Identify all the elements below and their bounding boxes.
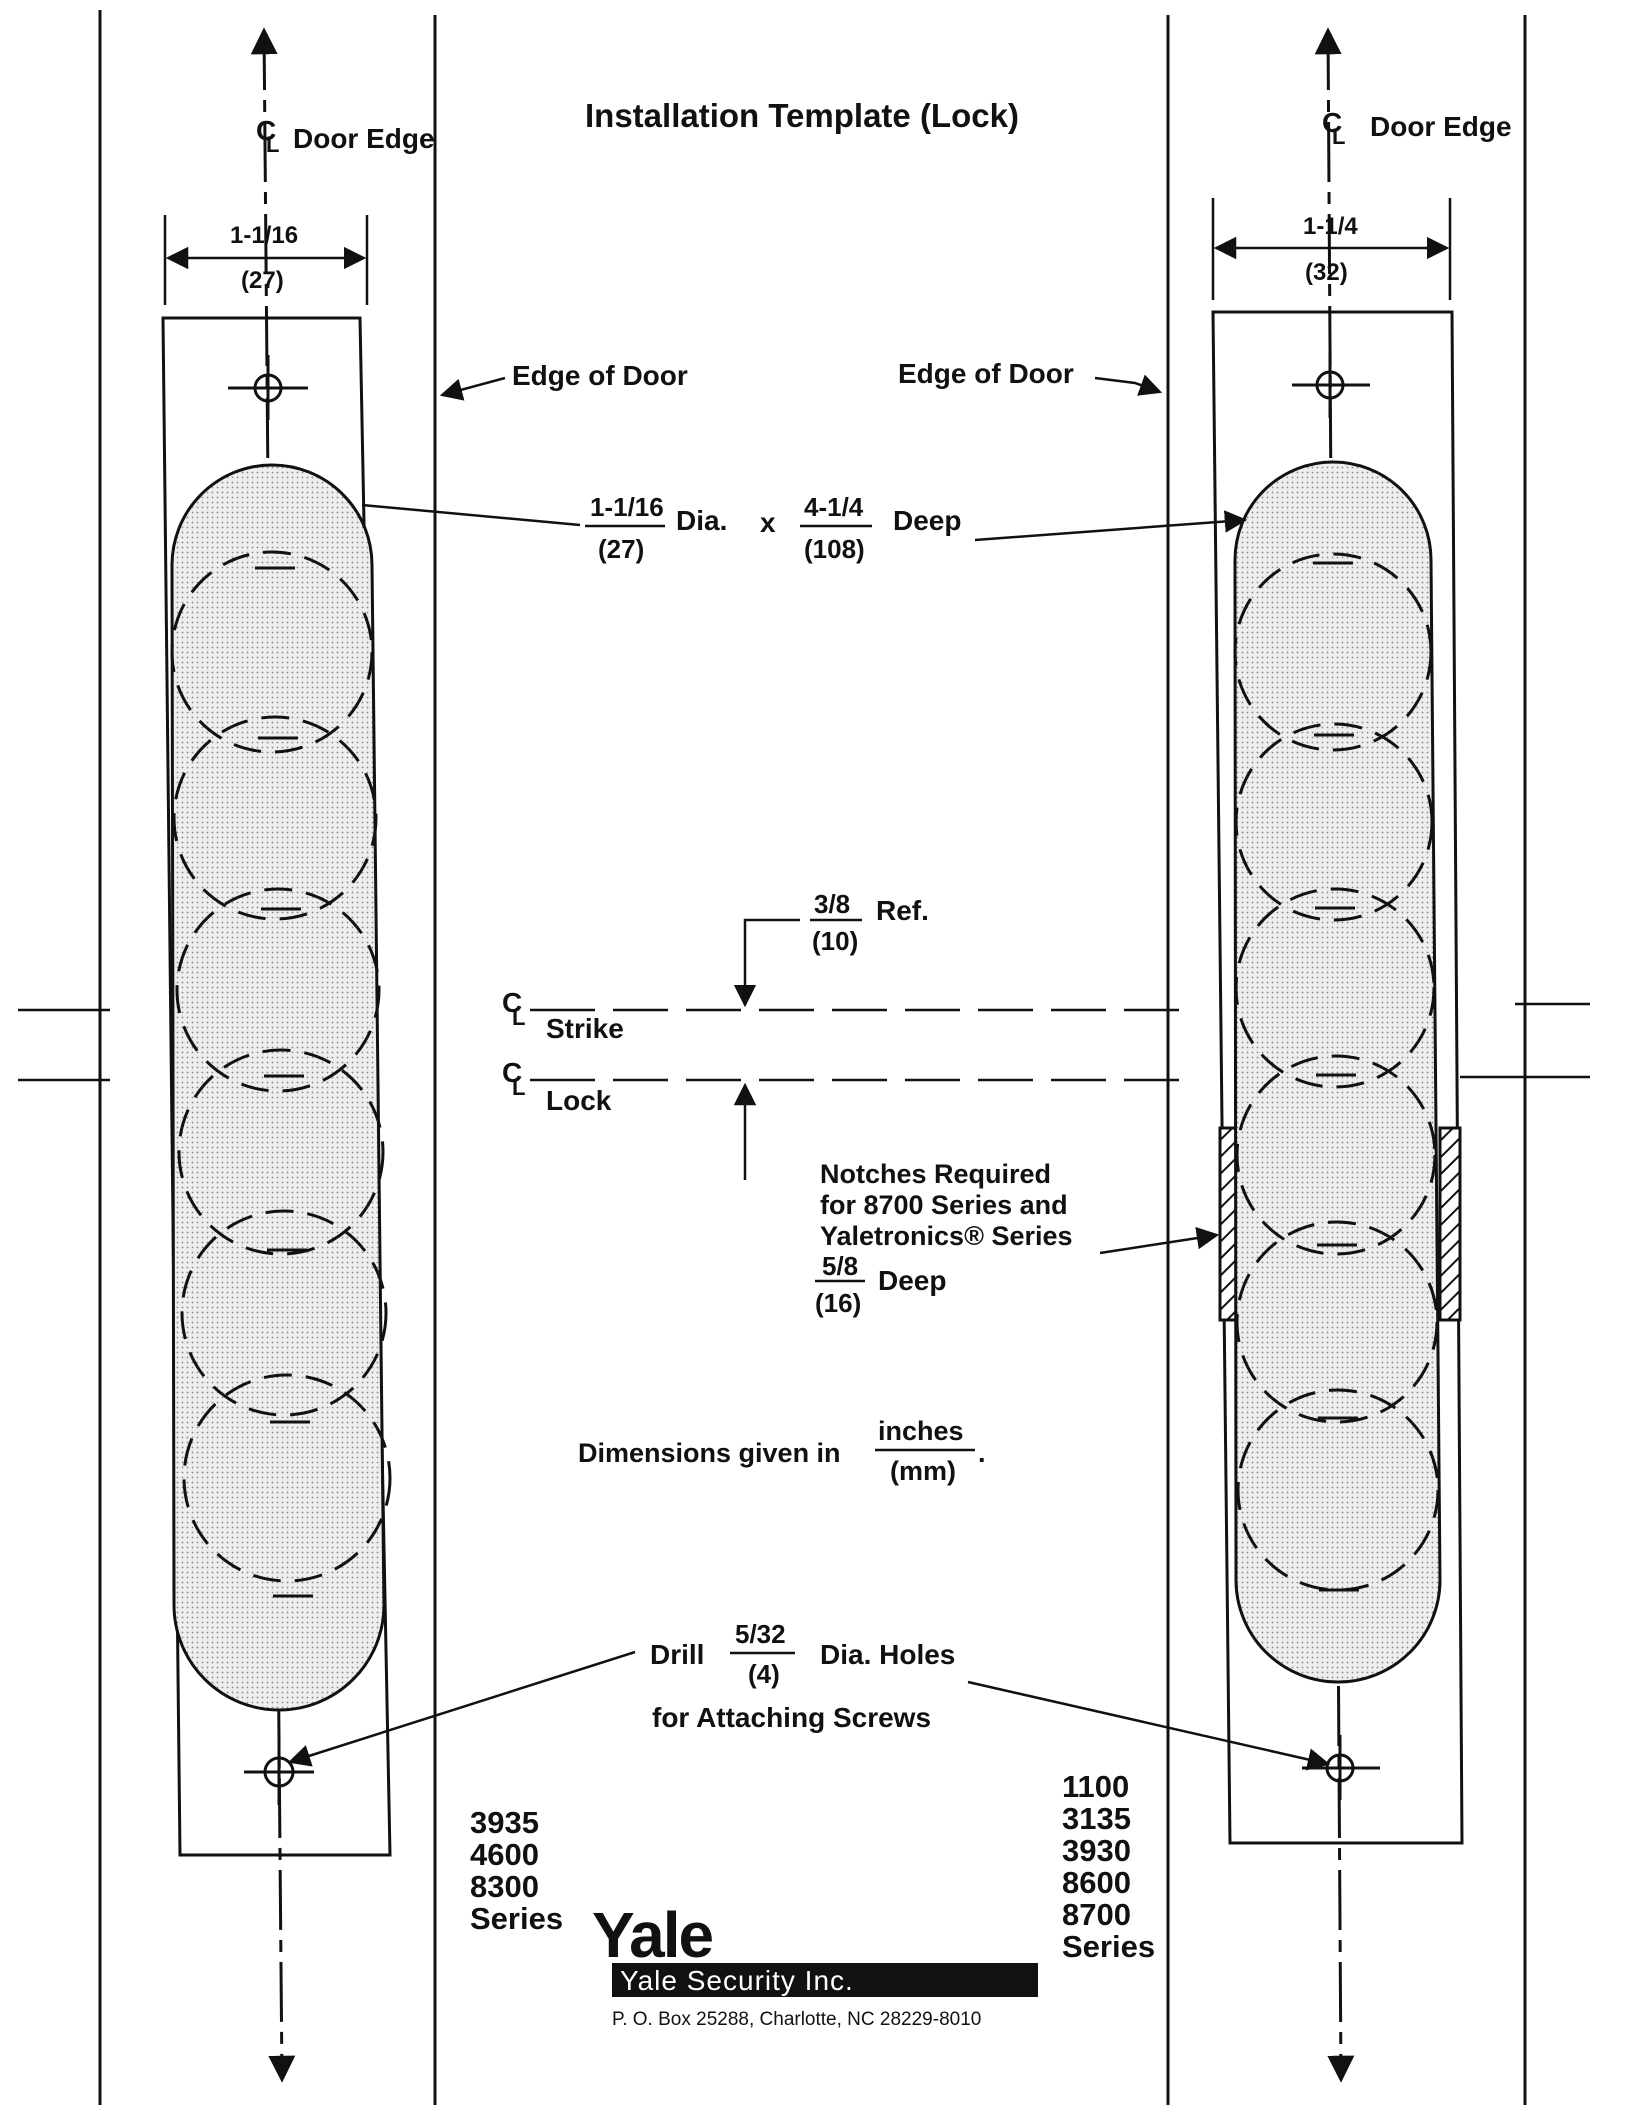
left-bore-outline [170,463,386,1712]
lock-label: Lock [546,1085,612,1116]
offset-ref: Ref. [876,895,929,926]
notches-line-2: for 8700 Series and [820,1190,1068,1220]
offset-mm: (10) [812,926,858,956]
bore-times: x [760,507,776,538]
right-width-inches: 1-1/4 [1303,213,1358,240]
notches-line-3: Yaletronics® Series [820,1221,1073,1251]
drill-suffix: Dia. Holes [820,1639,955,1670]
svg-text:L: L [512,1005,525,1030]
door-edge-lines [98,10,1527,2105]
strike-lock-centerlines [18,918,1590,1180]
right-top-screw-hole-icon [1292,352,1370,418]
offset-inches: 3/8 [814,889,850,919]
svg-text:C: C [256,115,276,146]
company-name: Yale Security Inc. [620,1965,854,1996]
right-bore-outline [1233,460,1442,1684]
cl-symbols: CL CL CL CL [256,107,1345,1100]
notches-depth-mm: (16) [815,1288,861,1318]
company-address: P. O. Box 25288, Charlotte, NC 28229-801… [612,2009,981,2030]
right-template-plate [1211,310,1464,1845]
right-template [1211,27,1464,2083]
svg-text:8700: 8700 [1062,1897,1131,1932]
bore-depth-word: Deep [893,505,961,536]
right-door-edge-label: Door Edge [1370,111,1512,142]
strike-label: Strike [546,1013,624,1044]
yale-logo: Yale [592,1899,713,1971]
right-bottom-screw-hole-icon [1302,1735,1380,1800]
bore-dia-word: Dia. [676,505,727,536]
notches-line-1: Notches Required [820,1159,1051,1189]
edge-of-door-left-label: Edge of Door [512,360,688,391]
left-template [161,27,392,2083]
left-width-inches: 1-1/16 [230,222,298,249]
right-bore-centers [1313,561,1359,1592]
right-series-list: 1100 3135 3930 8600 8700 Series [1062,1769,1155,1964]
edge-of-door-right-label: Edge of Door [898,358,1074,389]
units-note-prefix: Dimensions given in [578,1438,841,1468]
svg-text:8600: 8600 [1062,1865,1131,1900]
left-series-list: 3935 4600 8300 Series [470,1805,563,1936]
svg-text:4600: 4600 [470,1837,539,1872]
svg-text:L: L [512,1075,525,1100]
units-note-mm: (mm) [890,1456,956,1486]
drill-prefix: Drill [650,1639,704,1670]
bore-dia-mm: (27) [598,534,644,564]
right-width-mm: (32) [1305,259,1348,286]
notches-depth-inches: 5/8 [822,1251,858,1281]
svg-text:Series: Series [1062,1929,1155,1964]
svg-text:C: C [502,987,522,1018]
left-door-edge-label: Door Edge [293,123,435,154]
svg-text:C: C [1322,107,1342,138]
svg-text:C: C [502,1057,522,1088]
left-bore-centers [255,566,313,1598]
right-notch-right [1438,1126,1462,1322]
svg-text:L: L [266,132,279,157]
bore-depth-mm: (108) [804,534,865,564]
svg-text:3135: 3135 [1062,1801,1131,1836]
fraction-bars [585,524,975,1655]
company-banner [612,1963,1038,1997]
bore-depth-inches: 4-1/4 [804,492,864,522]
svg-text:Series: Series [470,1901,563,1936]
drill-line-2: for Attaching Screws [652,1702,931,1733]
svg-text:L: L [1332,124,1345,149]
drill-mm: (4) [748,1659,780,1689]
notches-depth-word: Deep [878,1265,946,1296]
drill-inches: 5/32 [735,1619,786,1649]
template-title: Installation Template (Lock) [585,97,1019,134]
left-top-screw-hole-icon [228,355,308,420]
bore-dia-inches: 1-1/16 [590,492,664,522]
svg-text:1100: 1100 [1062,1769,1129,1804]
leader-lines [287,374,1331,1771]
svg-text:3930: 3930 [1062,1833,1131,1868]
right-bore-arcs [1233,552,1440,1592]
svg-text:8300: 8300 [470,1869,539,1904]
left-bottom-screw-hole-icon [244,1740,314,1805]
left-width-mm: (27) [241,267,284,294]
units-note-suffix: . [978,1438,986,1468]
svg-text:3935: 3935 [470,1805,539,1840]
left-bore-arcs [170,550,392,1583]
units-note-inches: inches [878,1416,964,1446]
